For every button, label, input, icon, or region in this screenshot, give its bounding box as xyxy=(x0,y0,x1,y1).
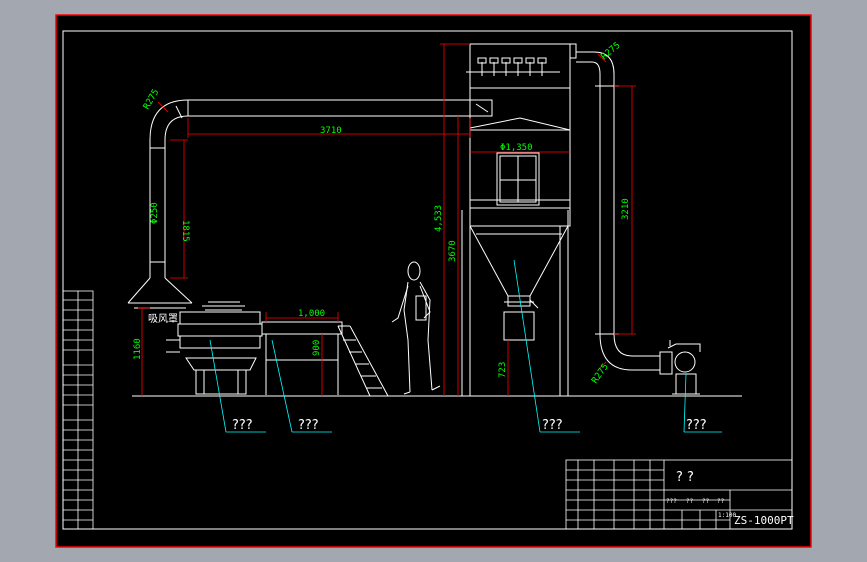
dim-collector-width: Φ1,350 xyxy=(500,143,533,153)
dim-outlet-height: 723 xyxy=(498,362,508,378)
dim-vertical-left: 1815 xyxy=(180,220,190,242)
dim-table-height: 900 xyxy=(312,340,322,356)
callout-sieve: ??? xyxy=(232,418,253,433)
dim-right-riser: 3210 xyxy=(621,198,631,220)
title-block-title: ? ? xyxy=(676,470,694,485)
inner-border xyxy=(62,30,793,530)
title-block-header-2: ?? xyxy=(686,498,694,505)
dim-overall-height: 4,533 xyxy=(434,205,444,232)
revision-strip xyxy=(62,290,94,530)
dim-screen-height: 1160 xyxy=(133,338,143,360)
callout-table: ??? xyxy=(298,418,319,433)
suction-duct-left xyxy=(149,99,189,278)
dim-horizontal-duct: 3710 xyxy=(320,126,342,136)
drawing-number: ZS-1000PT xyxy=(734,514,794,527)
title-block-scale: 1:100 xyxy=(718,512,736,519)
dim-duct-diameter: Φ250 xyxy=(150,202,160,224)
operator-figure xyxy=(391,261,441,395)
exhaust-duct-right xyxy=(569,43,660,371)
dust-collector xyxy=(461,43,571,396)
callout-collector: ??? xyxy=(542,418,563,433)
title-block xyxy=(565,459,793,530)
collector-inlet xyxy=(469,99,493,117)
title-block-header-4: ?? xyxy=(717,498,725,505)
dimension-lines xyxy=(138,43,636,396)
hood-label: 吸风罩 xyxy=(148,313,178,325)
suction-duct-top xyxy=(187,99,470,117)
dim-collector-height: 3670 xyxy=(448,240,458,262)
title-block-header-1: ??? xyxy=(666,498,677,505)
callout-fan: ??? xyxy=(686,418,707,433)
vibrating-sieve xyxy=(166,301,263,395)
leader-lines xyxy=(209,259,722,433)
loading-table xyxy=(261,321,389,397)
title-block-header-3: ?? xyxy=(702,498,710,505)
dim-table-width: 1,000 xyxy=(298,309,325,319)
drawing-sheet xyxy=(55,14,812,548)
